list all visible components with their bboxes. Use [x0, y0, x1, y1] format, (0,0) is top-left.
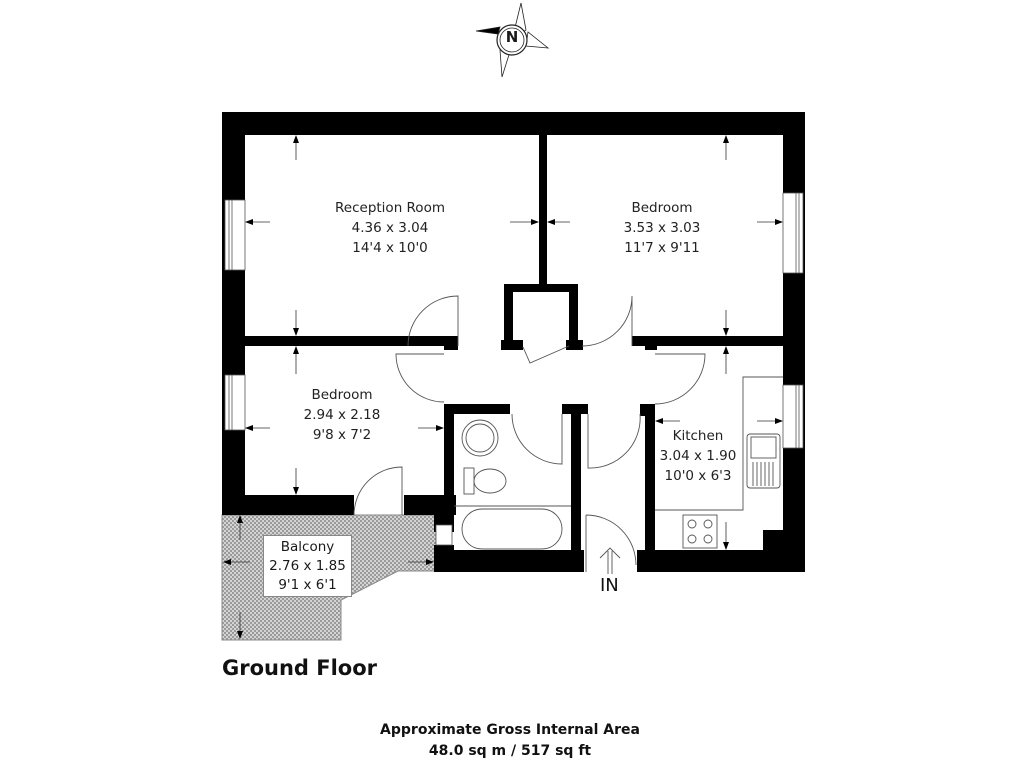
room-bedroom-2: Bedroom 2.94 x 2.18 9'8 x 7'2: [304, 385, 381, 445]
room-metric: 3.04 x 1.90: [659, 448, 737, 464]
toilet-cistern: [463, 467, 475, 495]
room-imperial: 14'4 x 10'0: [352, 240, 428, 256]
kitchen-fixtures: [655, 376, 783, 549]
room-bedroom-1: Bedroom 3.53 x 3.03 11'7 x 9'11: [624, 198, 701, 258]
entrance-label: IN: [600, 575, 619, 596]
gross-area: Approximate Gross Internal Area 48.0 sq …: [380, 720, 640, 762]
windows: [224, 192, 804, 546]
area-value: 48.0 sq m / 517 sq ft: [428, 743, 592, 759]
bathroom-fixtures: [454, 419, 571, 550]
compass-north-label: N: [505, 28, 519, 46]
room-metric: 2.94 x 2.18: [303, 407, 381, 423]
entrance-arrow-icon: [599, 547, 621, 574]
room-name: Bedroom: [311, 387, 373, 403]
hob-icon: [682, 514, 718, 549]
room-name: Kitchen: [672, 428, 724, 444]
room-reception: Reception Room 4.36 x 3.04 14'4 x 10'0: [335, 198, 445, 258]
room-metric: 3.53 x 3.03: [623, 220, 701, 236]
toilet-icon: [473, 468, 507, 494]
dimension-arrows: [223, 135, 783, 639]
bath-icon: [461, 508, 563, 550]
room-name: Reception Room: [335, 200, 445, 216]
door-swings: [353, 295, 706, 572]
room-imperial: 11'7 x 9'11: [624, 240, 700, 256]
room-name: Bedroom: [631, 200, 693, 216]
room-metric: 2.76 x 1.85: [269, 558, 346, 574]
north-compass-icon: [475, 2, 550, 78]
room-imperial: 10'0 x 6'3: [664, 468, 732, 484]
room-imperial: 9'8 x 7'2: [312, 427, 372, 443]
room-balcony: Balcony 2.76 x 1.85 9'1 x 6'1: [263, 535, 352, 597]
room-imperial: 9'1 x 6'1: [278, 577, 337, 593]
floor-title: Ground Floor: [222, 656, 378, 680]
area-heading: Approximate Gross Internal Area: [380, 722, 640, 738]
room-metric: 4.36 x 3.04: [351, 220, 429, 236]
room-kitchen: Kitchen 3.04 x 1.90 10'0 x 6'3: [660, 426, 737, 486]
room-name: Balcony: [280, 539, 335, 555]
